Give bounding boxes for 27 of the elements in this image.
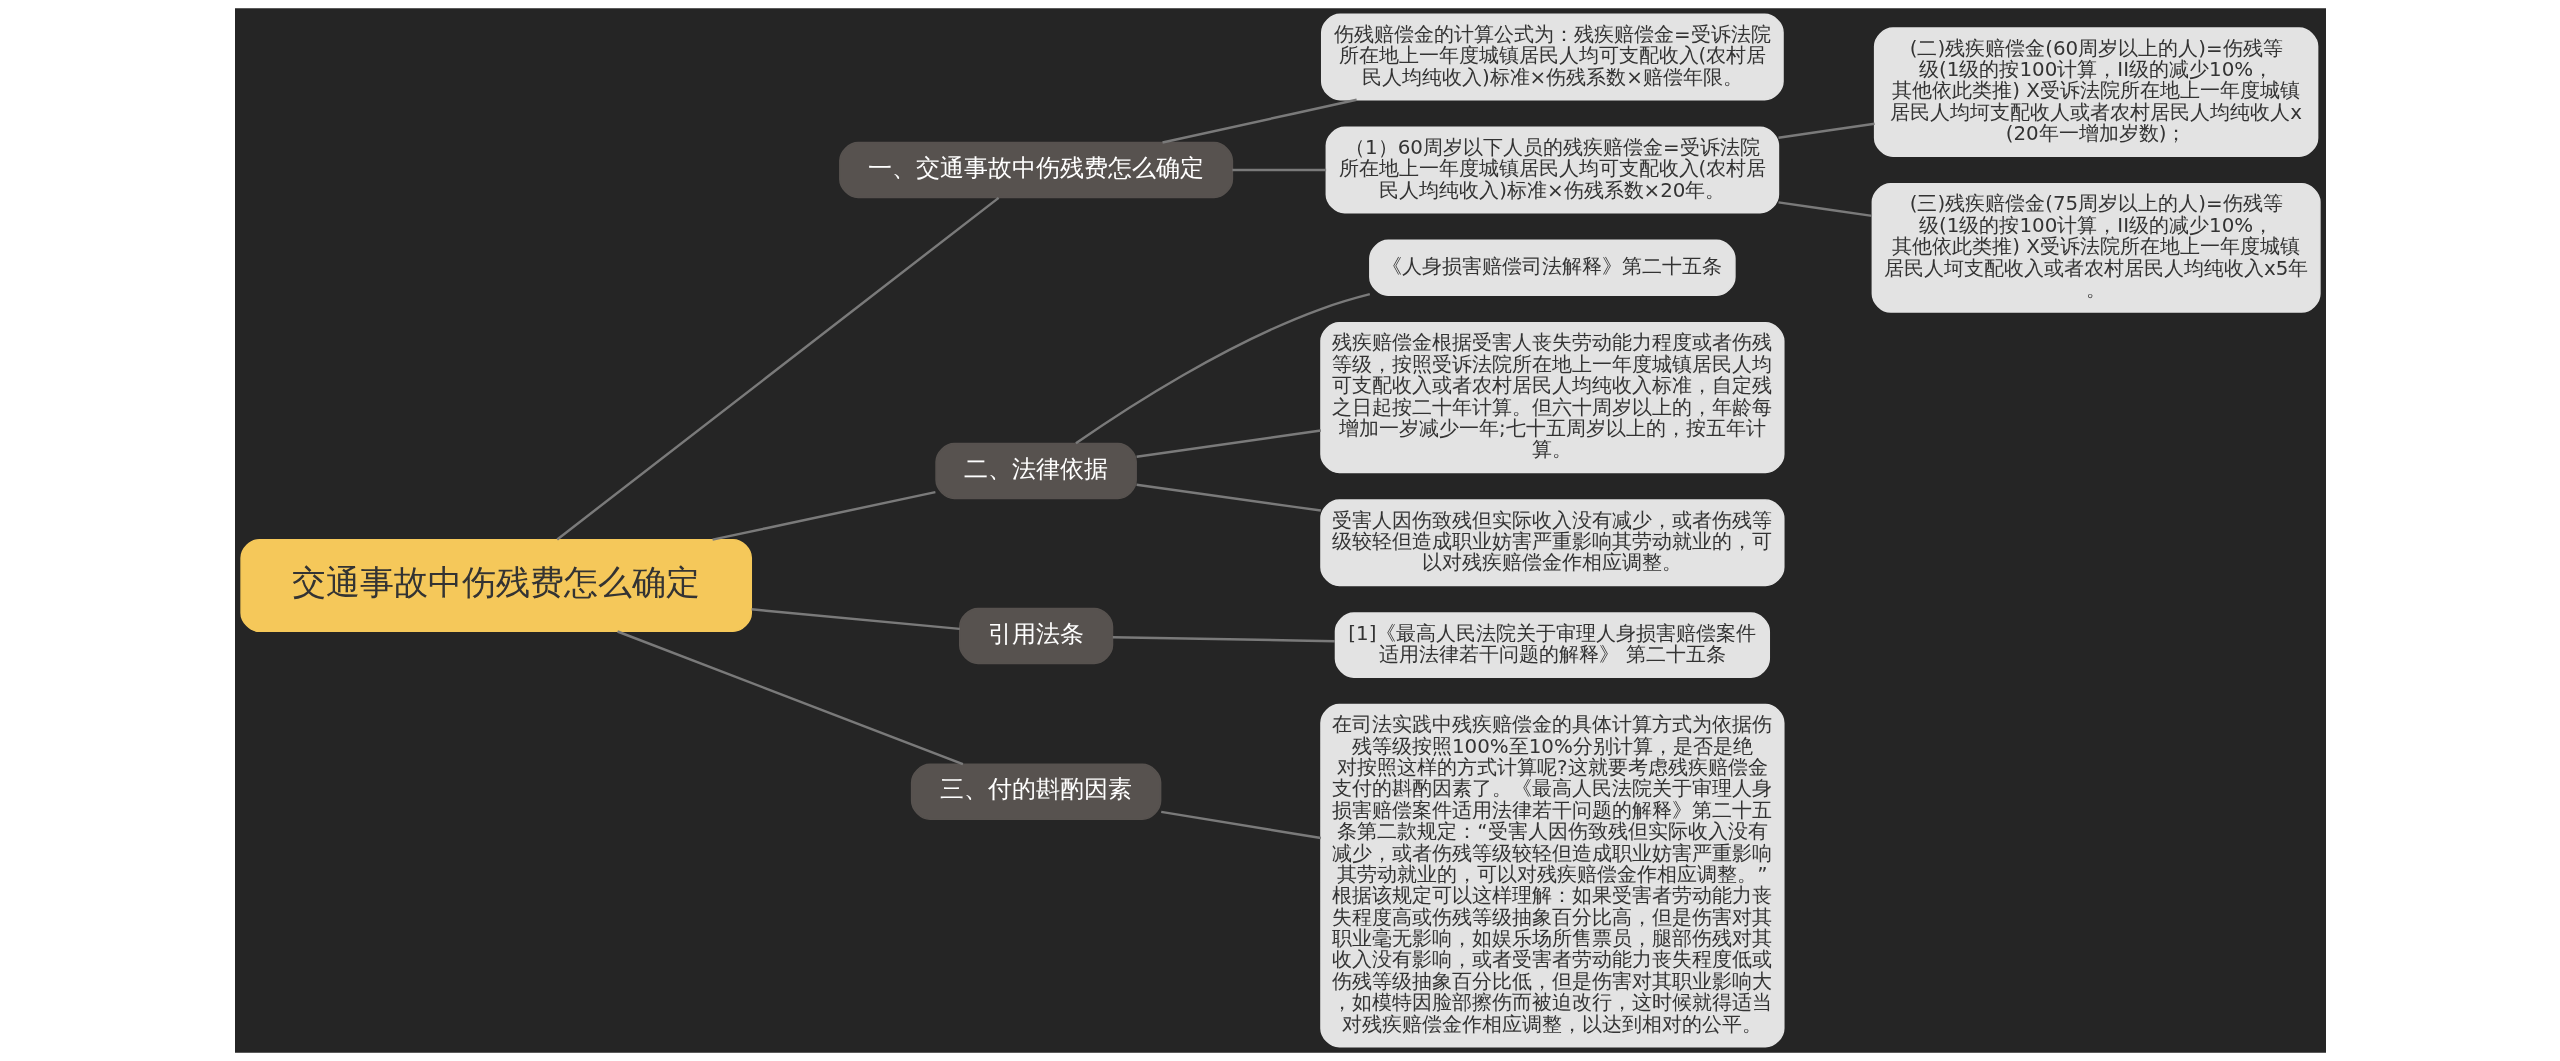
connector	[1160, 810, 1321, 840]
connector	[711, 490, 936, 541]
connector	[616, 630, 963, 766]
connector	[751, 608, 960, 631]
node-box: (三)残疾赔偿金(75周岁以上的人)=伤残等级(1级的按100计算，II级的减少10%，其他依此类推) X受诉法院所在地上一年度城镇居民人坷支配收入或者农村居民人均纯收入x5年。	[1871, 183, 2321, 313]
connector	[1777, 201, 1872, 218]
node-box: 在司法实践中残疾赔偿金的具体计算方式为依据伤残等级按照100%至10%分别计算，是否是绝对按照这样的方式计算呢?这就要考虑残疾赔偿金支付的斟酌因素了。《最高人民法院关于审理人身损害赔偿案件适用法律若干问题的解释》第二十五条第二款规定：“受害人因伤致残但实际收入没有减少，或者伤残等级较轻但造成职业妨害严重影响其劳动就业的，可以对残疾赔偿金作相应调整。”根据该规定可以这样理解：如果受害者劳动能力丧失程度高或伤残等级抽象百分比高，但是伤害对其职业毫无影响，如娱乐场所售票员，腿部伤残对其收入没有影响，或者受害者劳动能力丧失程度低或伤残等级抽象百分比低，但是伤害对其职业影响大，如模特因脸部擦伤而被迫改行，这时候就得适当对残疾赔偿金作相应调整，以达到相对的公平。	[1319, 703, 1785, 1048]
node-box: (二)残疾赔偿金(60周岁以上的人)=伤残等级(1级的按100计算，II级的减少10%，其他依此类推) X受诉法院所在地上一年度城镇居民人均坷支配收人或者农村居民人均纯收人x (20年一增加岁数)；	[1873, 27, 2318, 158]
node-box: 三、付的斟酌因素	[910, 763, 1161, 820]
node-box: 残疾赔偿金根据受害人丧失劳动能力程度或者伤残等级，按照受诉法院所在地上一年度城镇居民人均可支配收入或者农村居民人均纯收入标准，自定残之日起按二十年计算。但六十周岁以上的，年龄每增加一岁减少一年;七十五周岁以上的，按五年计算。	[1319, 322, 1785, 474]
connector	[1112, 636, 1335, 643]
node-box: 二、法律依据	[934, 442, 1137, 500]
connector	[1777, 122, 1875, 139]
connector	[555, 196, 999, 541]
connector	[1074, 293, 1370, 445]
connector	[1231, 168, 1326, 172]
connector	[1135, 429, 1321, 458]
node-box: 受害人因伤致残但实际收入没有减少，或者伤残等级较轻但造成职业妨害严重影响其劳动就业的，可以对残疾赔偿金作相应调整。	[1319, 499, 1785, 587]
node-box: 伤残赔偿金的计算公式为：残疾赔偿金=受诉法院所在地上一年度城镇居民人均可支配收入(农村居民人均纯收入)标准×伤残系数×赔偿年限。	[1320, 13, 1784, 101]
node-box: 交通事故中伤残费怎么确定	[239, 538, 752, 633]
node-box: 引用法条	[958, 607, 1113, 665]
node-box: （1）60周岁以下人员的残疾赔偿金=受诉法院所在地上一年度城镇居民人均可支配收入(农村居民人均纯收入)标准×伤残系数×20年。	[1325, 126, 1779, 214]
node-box: 《人身损害赔偿司法解释》第二十五条	[1368, 239, 1736, 297]
node-box: 一、交通事故中伤残费怎么确定	[838, 141, 1233, 199]
node-box: [1]《最高人民法院关于审理人身损害赔偿案件适用法律若干问题的解释》 第二十五条	[1334, 612, 1770, 678]
connector	[1135, 483, 1321, 512]
connector	[1161, 98, 1357, 144]
